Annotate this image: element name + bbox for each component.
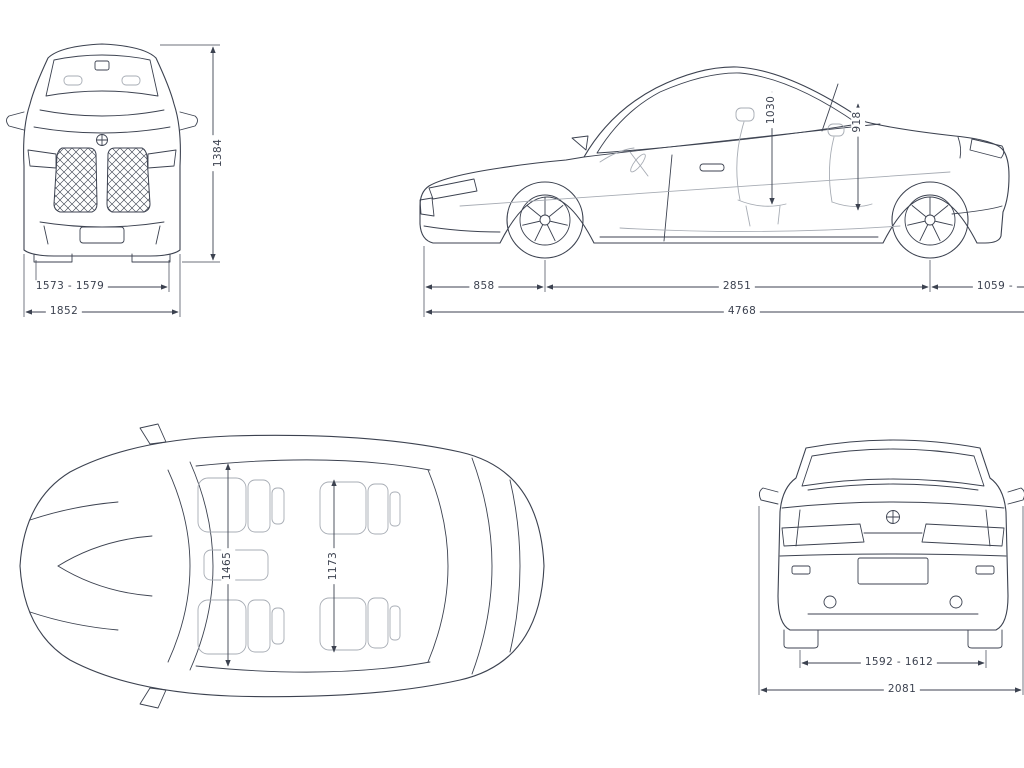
dim-label-front-width: 1852 [45, 305, 83, 319]
dim-front-height [160, 44, 220, 263]
license-plate [857, 557, 929, 585]
kidney-grille [53, 147, 151, 213]
door-handle [699, 163, 725, 172]
rearview-mirror [94, 60, 110, 71]
top-view-drawing [19, 423, 545, 709]
windshield-top [167, 469, 191, 663]
exhaust-right [949, 595, 963, 609]
mirror-top-left [139, 423, 167, 445]
taillight-right [921, 523, 1005, 547]
dim-label-overall-length: 4768 [723, 305, 761, 319]
dim-label-rear-track: 1592 - 1612 [860, 656, 938, 670]
front-view-wheels [33, 253, 171, 263]
seats-top [197, 477, 401, 655]
interior-ghost [459, 107, 951, 232]
side-view-drawing [419, 66, 1024, 317]
wheel-front [506, 181, 584, 259]
mirror-right [179, 111, 198, 131]
dim-label-front-headroom: 1030 [765, 91, 779, 129]
dim-label-front-height: 1384 [212, 134, 226, 172]
door-line [663, 154, 673, 242]
taillight-side [969, 138, 1005, 159]
taillight-left [781, 523, 865, 547]
dim-label-front-interior-width: 1465 [221, 547, 235, 585]
dim-label-front-track: 1573 - 1579 [31, 280, 109, 294]
rear-wheel-left [783, 629, 819, 649]
dim-label-rear-width: 2081 [883, 683, 921, 697]
exhaust-left [823, 595, 837, 609]
mirror-left [6, 111, 25, 131]
windshield [45, 54, 159, 97]
headlight-side [428, 178, 478, 200]
headlight-right [147, 149, 177, 169]
mirror-side [571, 135, 589, 151]
dim-label-wheelbase: 2851 [718, 280, 756, 294]
dim-label-front-overhang: 858 [469, 280, 499, 294]
rear-window [801, 448, 985, 487]
front-view-drawing [6, 43, 220, 317]
headlight-left [27, 149, 57, 169]
dim-label-rear-interior-width: 1173 [327, 547, 341, 585]
mirror-rear-right [1007, 487, 1024, 505]
rear-wheel-right [967, 629, 1003, 649]
bmw-roundel-icon [96, 134, 108, 146]
dim-label-rear-overhang: 1059 - [972, 280, 1018, 294]
mirror-rear-left [758, 487, 779, 505]
bmw-roundel-icon-rear [886, 510, 900, 524]
dim-label-rear-headroom: 918 [851, 107, 865, 137]
front-intake [79, 226, 125, 244]
rear-window-top [427, 469, 449, 663]
mirror-top-right [139, 687, 167, 709]
wheel-rear [891, 181, 969, 259]
side-glass [596, 72, 859, 154]
